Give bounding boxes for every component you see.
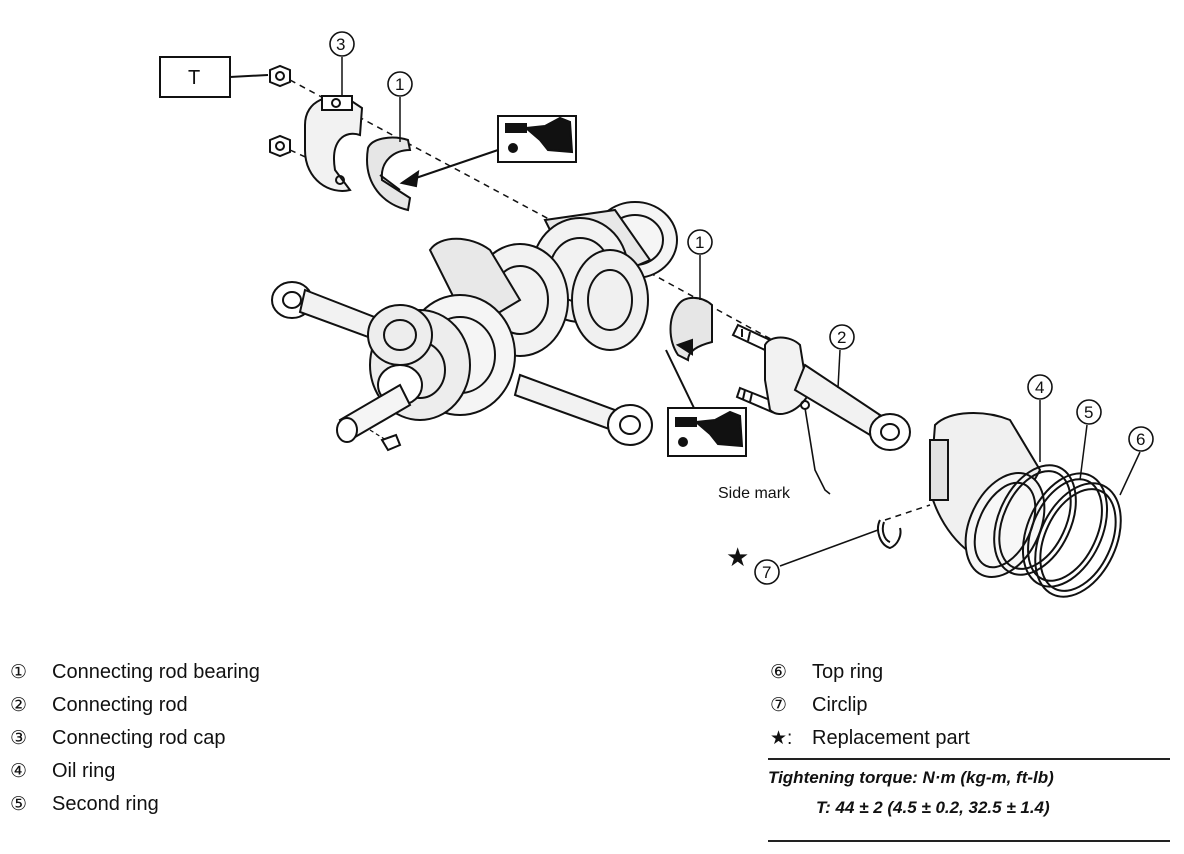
legend-item: ② Connecting rod xyxy=(10,689,710,722)
connecting-rod-left xyxy=(271,281,433,366)
torque-box-label: T xyxy=(188,67,200,89)
legend-label: Circlip xyxy=(812,694,868,716)
callout-6: 6 xyxy=(1136,430,1145,449)
legend-label: Connecting rod xyxy=(52,694,188,716)
legend-number: ⑦ xyxy=(770,695,788,716)
bearing-shell-upper xyxy=(366,136,412,212)
callout-7: 7 xyxy=(762,563,771,582)
legend-label: Replacement part xyxy=(812,727,970,749)
legend-label: Top ring xyxy=(812,661,884,683)
legend-number: ⑥ xyxy=(770,662,788,683)
legend-number: ① xyxy=(10,662,28,683)
torque-heading: Tightening torque: N·m (kg-m, ft-lb) xyxy=(768,768,1054,787)
tightening-torque-spec: Tightening torque: N·m (kg-m, ft-lb) T: … xyxy=(768,758,1170,842)
exploded-diagram: T 3 1 1 2 4 5 6 7 ★ Side mark xyxy=(159,31,1154,598)
callout-circles xyxy=(329,31,1154,585)
torque-value: T: 44 ± 2 (4.5 ± 0.2, 32.5 ± 1.4) xyxy=(816,798,1050,817)
legend-label: Connecting rod cap xyxy=(52,727,226,749)
legend-right: ⑥ Top ring ⑦ Circlip ★: Replacement part xyxy=(770,656,1184,755)
legend-number: ⑤ xyxy=(10,794,28,815)
legend-label: Connecting rod bearing xyxy=(52,661,260,683)
connecting-rod-right xyxy=(513,373,653,446)
legend-item: ⑤ Second ring xyxy=(10,788,710,821)
legend-label: Oil ring xyxy=(52,760,116,782)
side-mark-label: Side mark xyxy=(718,485,791,502)
legend-item: ① Connecting rod bearing xyxy=(10,656,710,689)
lubricate-arrow-lower xyxy=(665,349,695,409)
assembly-axis xyxy=(289,79,931,521)
callout-1-lower: 1 xyxy=(695,233,704,252)
second-ring xyxy=(1021,472,1109,588)
legend-item: ③ Connecting rod cap xyxy=(10,722,710,755)
callout-5: 5 xyxy=(1084,403,1093,422)
callout-2: 2 xyxy=(837,328,846,347)
callout-leaders xyxy=(341,57,1141,567)
nut-upper xyxy=(269,64,291,88)
nut-lower xyxy=(269,134,291,158)
legend-left: ① Connecting rod bearing ② Connecting ro… xyxy=(10,656,710,821)
legend-label: Second ring xyxy=(52,793,159,815)
legend-item: ④ Oil ring xyxy=(10,755,710,788)
connecting-rod-cap xyxy=(304,95,364,192)
bearing-shell-lower xyxy=(669,296,713,362)
circlip xyxy=(877,519,902,550)
legend-item: ⑥ Top ring xyxy=(770,656,1184,689)
oil-can-icon-lower xyxy=(667,407,747,457)
star-symbol: ★ xyxy=(726,543,749,573)
legend-number: ④ xyxy=(10,761,28,782)
oil-can-icon-upper xyxy=(497,115,577,163)
legend-number: ★: xyxy=(770,728,793,749)
legend-item: ⑦ Circlip xyxy=(770,689,1184,722)
side-mark-leader xyxy=(804,407,831,495)
legend-number: ② xyxy=(10,695,28,716)
legend-item: ★: Replacement part xyxy=(770,722,1184,755)
callout-4: 4 xyxy=(1035,378,1044,397)
lubricate-arrow-upper xyxy=(399,149,499,188)
callout-3: 3 xyxy=(336,35,345,54)
legend-number: ③ xyxy=(10,728,28,749)
oil-ring xyxy=(993,464,1077,576)
woodruff-key xyxy=(369,429,402,452)
top-ring xyxy=(1034,482,1122,598)
connecting-rod xyxy=(764,336,911,451)
callout-1-upper: 1 xyxy=(395,75,404,94)
piston xyxy=(928,412,1046,578)
torque-box xyxy=(159,56,269,98)
